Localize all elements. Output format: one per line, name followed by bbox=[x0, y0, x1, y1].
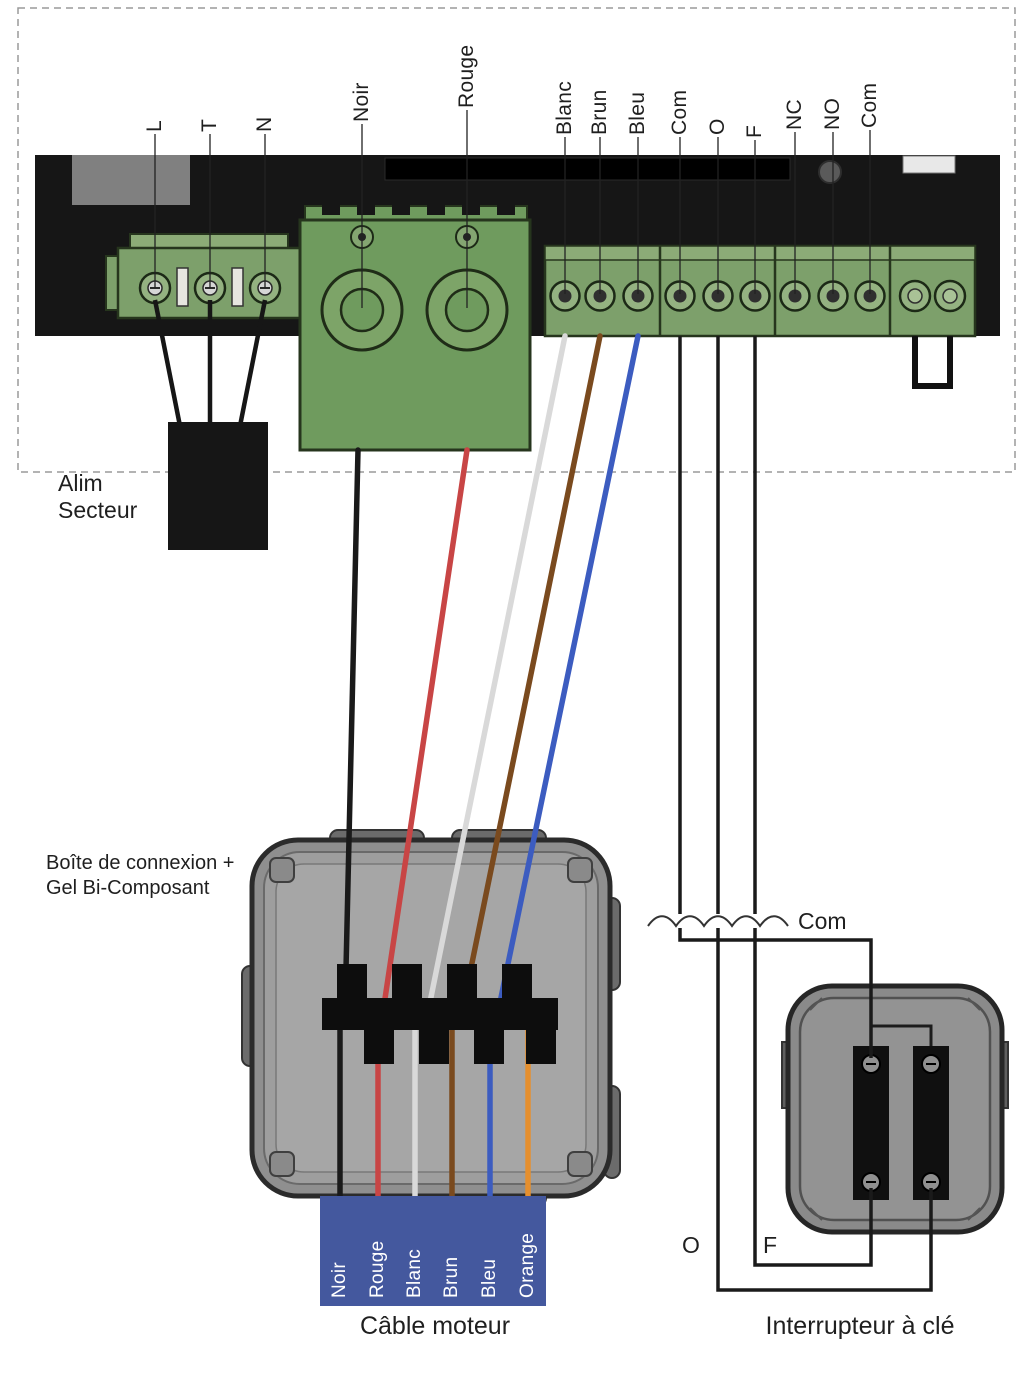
cable-label-blanc: Blanc bbox=[404, 1248, 425, 1298]
terminal-label-t: T bbox=[198, 118, 221, 132]
power-supply-wires bbox=[152, 299, 268, 427]
switch-o-label: O bbox=[682, 1232, 700, 1258]
pcb-buzzer bbox=[818, 160, 842, 184]
control-board-boundary bbox=[17, 7, 1016, 473]
motor-terminal-clamps bbox=[320, 268, 509, 352]
cable-connector bbox=[322, 964, 558, 1064]
key-switch-caption: Interrupteur à clé bbox=[765, 1312, 955, 1340]
power-supply-caption-line2: Secteur bbox=[58, 497, 138, 523]
pcb-component-gray bbox=[72, 155, 190, 205]
cable-label-brun: Brun bbox=[441, 1256, 462, 1298]
power-supply-caption-line1: Alim bbox=[58, 470, 103, 496]
motor-terminal-block bbox=[298, 204, 532, 452]
terminal-label-o: O bbox=[706, 118, 729, 135]
pcb-slot-connector bbox=[384, 157, 791, 181]
junction-box-caption-line2: Gel Bi-Composant bbox=[46, 877, 210, 899]
pcb-component-white bbox=[902, 155, 956, 174]
terminal-label-com2: Com bbox=[858, 82, 881, 128]
switch-f-label: F bbox=[763, 1232, 778, 1258]
io-terminal-strip bbox=[543, 244, 977, 338]
wire-o bbox=[716, 336, 933, 1292]
jumper-wire bbox=[912, 336, 953, 389]
key-switch bbox=[781, 983, 1009, 1235]
wire-f bbox=[753, 336, 873, 1267]
key-switch-wires bbox=[678, 336, 933, 1292]
terminal-label-nc: NC bbox=[783, 99, 806, 130]
wire-com bbox=[678, 336, 873, 1058]
wire-brun-upper bbox=[459, 333, 603, 1015]
wire-blanc-upper bbox=[425, 333, 568, 1015]
terminal-label-blanc: Blanc bbox=[553, 80, 576, 135]
wire-noir-upper bbox=[342, 447, 361, 1015]
power-supply-box bbox=[168, 422, 268, 550]
io-terminal-screws bbox=[549, 279, 967, 313]
cable-break-mark bbox=[647, 914, 789, 928]
cable-label-noir: Noir bbox=[329, 1261, 350, 1298]
terminal-label-rouge: Rouge bbox=[455, 44, 478, 108]
terminal-label-no: NO bbox=[821, 97, 844, 130]
wire-bleu-upper bbox=[495, 333, 641, 1015]
terminal-label-noir: Noir bbox=[350, 82, 373, 122]
terminal-label-n: N bbox=[253, 116, 276, 132]
switch-screws bbox=[861, 1054, 941, 1192]
cable-label-rouge: Rouge bbox=[367, 1240, 388, 1299]
terminal-label-brun: Brun bbox=[588, 89, 611, 135]
cable-label-bleu: Bleu bbox=[479, 1258, 500, 1298]
motor-cable-strip bbox=[320, 1196, 546, 1306]
switch-com-label: Com bbox=[798, 908, 847, 934]
junction-box-caption-line1: Boîte de connexion + bbox=[46, 852, 235, 874]
cable-label-orange: Orange bbox=[517, 1232, 538, 1298]
terminal-label-l: L bbox=[143, 120, 166, 132]
wire-rouge-upper bbox=[380, 447, 470, 1015]
terminal-label-bleu: Bleu bbox=[626, 91, 649, 135]
label-leader-lines bbox=[154, 110, 871, 308]
motor-cable-caption: Câble moteur bbox=[359, 1312, 511, 1340]
terminal-label-f: F bbox=[743, 124, 766, 138]
terminal-label-com: Com bbox=[668, 89, 691, 135]
